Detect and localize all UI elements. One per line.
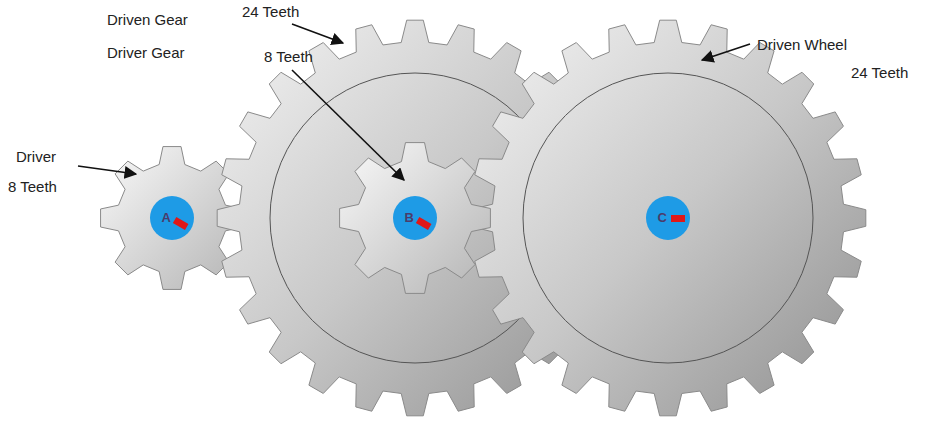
gear-wheel <box>340 143 491 294</box>
shaft-key <box>416 216 432 229</box>
callout-label: 24 Teeth <box>242 3 299 21</box>
callout-label: Driver <box>16 148 56 166</box>
callout-label: 24 Teeth <box>851 64 908 82</box>
callout-label: 8 Teeth <box>264 48 313 66</box>
gear-wheel <box>470 20 866 416</box>
shaft-hub: A <box>150 196 194 240</box>
shaft-letter: C <box>658 211 667 225</box>
shaft-hub: B <box>393 196 437 240</box>
shaft-hub: C <box>646 196 690 240</box>
gear-teeth <box>470 20 866 416</box>
callout-label: Driven Gear <box>107 11 188 29</box>
shaft-key <box>173 216 189 229</box>
shaft-key <box>671 215 685 222</box>
leader-line <box>292 70 404 180</box>
leader-line <box>702 44 750 60</box>
pitch-circle <box>523 73 813 363</box>
leader-line <box>292 24 343 43</box>
callout-label: 8 Teeth <box>8 178 57 196</box>
callout-label: Driven Wheel <box>757 36 847 54</box>
leader-line <box>78 166 136 174</box>
gear-teeth <box>340 143 491 294</box>
shaft-letter: A <box>162 211 171 225</box>
callout-label: Driver Gear <box>107 44 185 62</box>
shaft-letter: B <box>405 211 414 225</box>
